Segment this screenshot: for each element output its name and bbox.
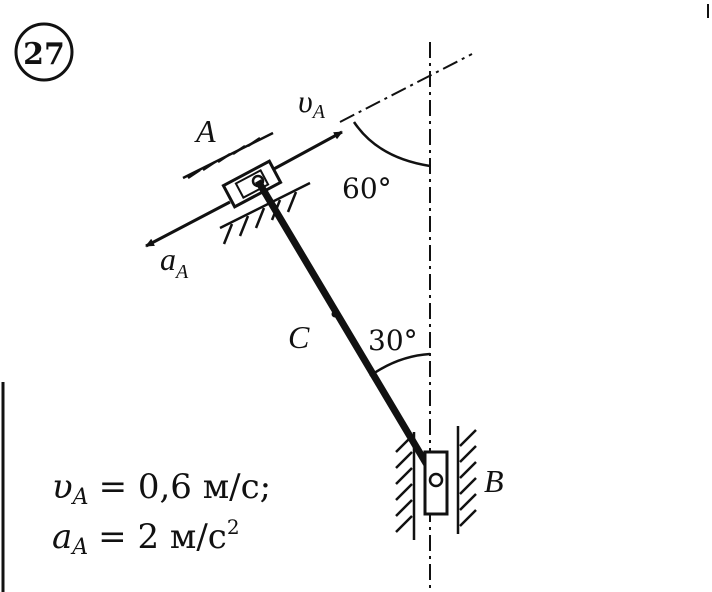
inclined-guide xyxy=(182,131,311,245)
angle-arc-30 xyxy=(369,352,431,378)
given-acceleration: aA= 2 м/с2 xyxy=(52,515,240,560)
label-B: B xyxy=(484,463,504,499)
rod-AB xyxy=(254,179,440,482)
acceleration-vector-aA xyxy=(145,200,231,248)
problem-number-badge: 27 xyxy=(14,22,74,82)
inclined-axis-line xyxy=(339,53,473,123)
label-aA: aA xyxy=(160,241,189,283)
label-A: A xyxy=(194,113,216,149)
label-C: C xyxy=(288,319,310,355)
velocity-vector-vA xyxy=(271,130,343,172)
label-angle-60: 60° xyxy=(342,172,392,205)
angle-arc-60 xyxy=(352,121,431,168)
slider-B xyxy=(423,450,449,516)
problem-number: 27 xyxy=(23,37,65,72)
given-velocity: υA= 0,6 м/с; xyxy=(52,467,271,510)
vertical-guide-B xyxy=(395,426,477,540)
label-vA: υA xyxy=(298,83,326,123)
label-angle-30: 30° xyxy=(368,324,418,357)
point-C-marker xyxy=(331,310,339,318)
